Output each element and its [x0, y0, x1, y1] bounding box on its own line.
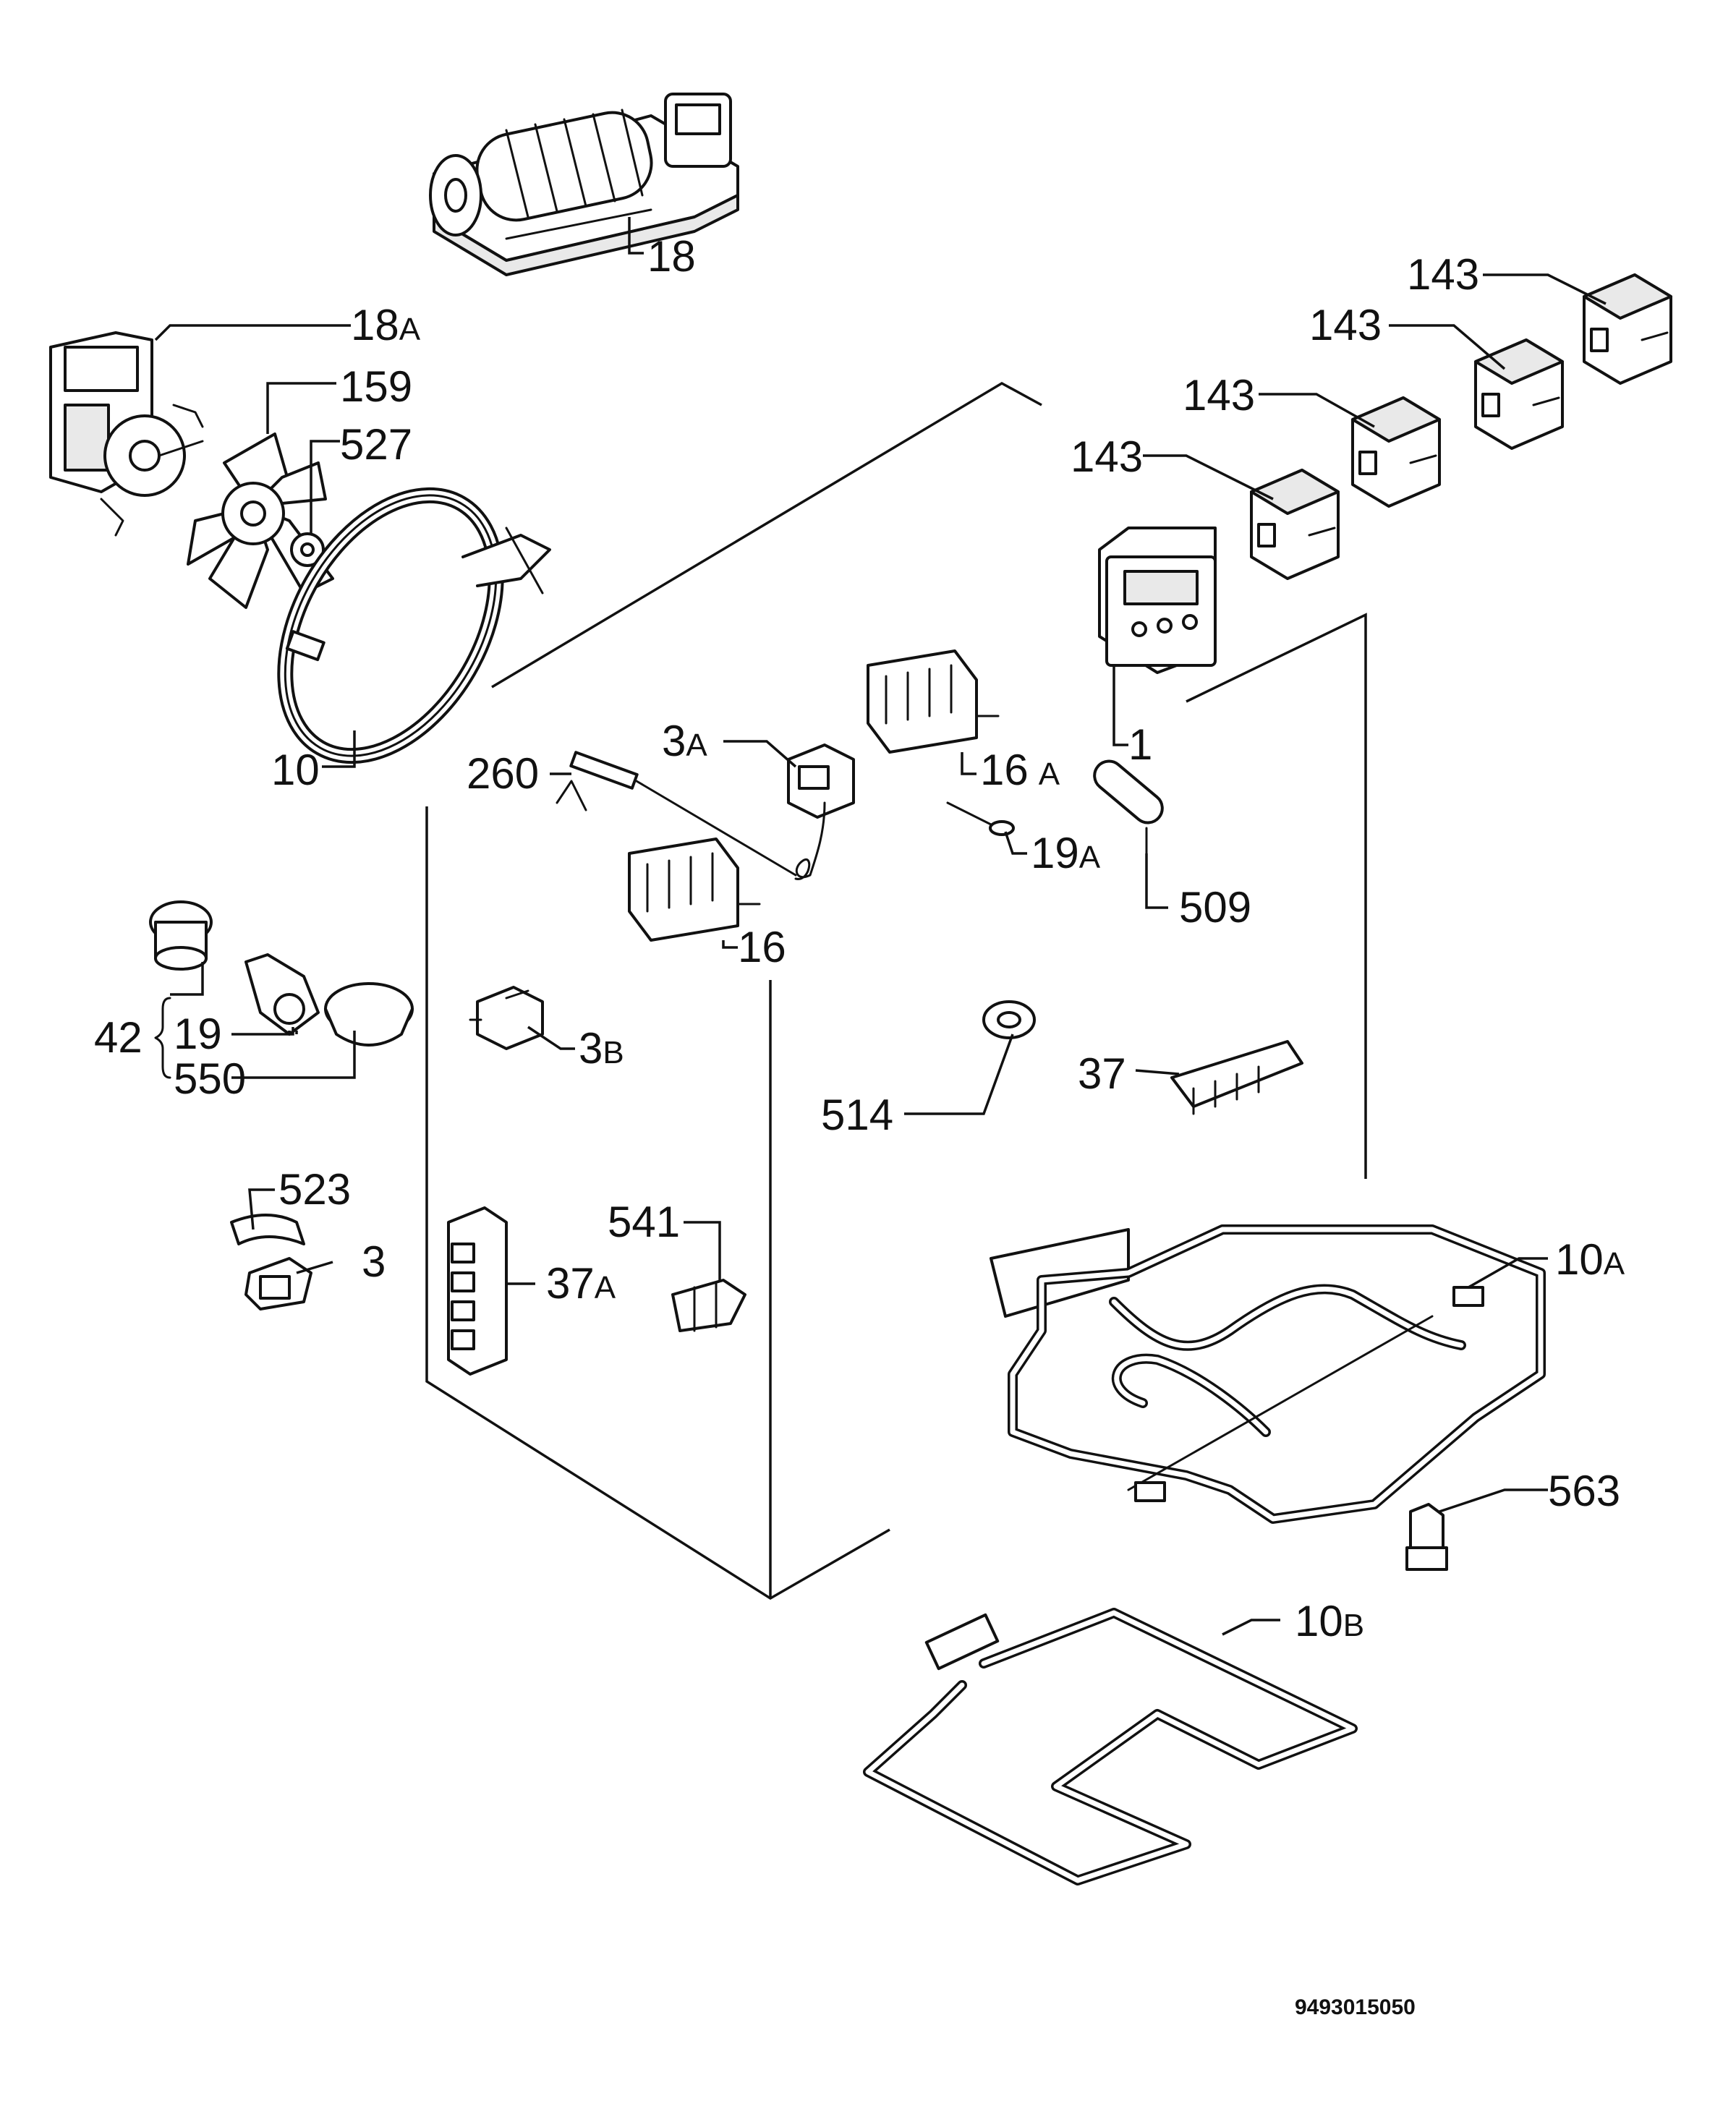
part-514-grommet: [982, 1000, 1036, 1039]
label-143-4: 143: [1407, 250, 1479, 299]
label-10: 10: [271, 746, 320, 794]
part-37a-terminal-strip: [447, 1206, 508, 1376]
label-514: 514: [821, 1091, 893, 1139]
label-260: 260: [467, 749, 539, 798]
label-509: 509: [1179, 883, 1251, 932]
part-16-selector-switch: [628, 838, 761, 942]
label-527: 527: [340, 420, 412, 469]
label-42: 42: [94, 1013, 142, 1062]
callout-labels: 18 18A 159 527 10 143 143 143 143 1 3A 1…: [94, 232, 1625, 2019]
part-37-terminal-block: [1170, 1040, 1303, 1115]
part-541-connector: [671, 1279, 746, 1332]
part-19a-indicator-lamp: [946, 801, 1015, 836]
part-3a-thermostat: [635, 743, 855, 880]
part-16a-selector-switch: [867, 649, 1000, 754]
part-3-thermostat: [244, 1257, 312, 1311]
label-159: 159: [340, 362, 412, 411]
part-10b-bottom-element: [863, 1608, 1358, 1885]
part-143-switch-2: [1351, 396, 1441, 508]
label-143-2: 143: [1183, 371, 1255, 419]
oven-cavity-outline: [425, 381, 1367, 1601]
label-523: 523: [278, 1165, 351, 1214]
label-19a: 19A: [1031, 829, 1101, 877]
part-42-lamp-holder: [149, 900, 213, 971]
label-3a: 3A: [662, 717, 707, 765]
part-10-circular-heating-element: [277, 487, 551, 764]
label-550: 550: [174, 1054, 246, 1103]
label-3b: 3B: [579, 1024, 624, 1073]
label-143-3: 143: [1309, 301, 1382, 349]
part-18-tangential-fan: [429, 93, 739, 276]
part-18a-motor-bracket: [49, 331, 204, 537]
part-1-electronic-timer: [1098, 527, 1217, 674]
part-523-clip: [230, 1214, 305, 1245]
part-550-lamp-cover: [324, 982, 414, 1047]
part-260-probe: [556, 751, 639, 811]
label-18: 18: [647, 232, 696, 281]
label-19: 19: [174, 1010, 222, 1058]
label-3: 3: [362, 1237, 386, 1286]
part-527-nut: [290, 532, 325, 567]
part-10a-grill-element: [990, 1224, 1546, 1524]
label-18a: 18A: [351, 301, 421, 349]
label-37a: 37A: [546, 1259, 616, 1308]
part-143-switch-3: [1474, 338, 1564, 450]
part-143-switch-1: [1250, 469, 1340, 580]
bracket-42: [154, 997, 171, 1079]
label-143-1: 143: [1071, 432, 1143, 481]
document-number: 9493015050: [1295, 1995, 1416, 2019]
part-509-cylinder-pin: [1093, 759, 1164, 855]
label-10b: 10B: [1295, 1597, 1364, 1645]
leader-lines: [154, 217, 1607, 1636]
label-10a: 10A: [1555, 1235, 1625, 1284]
label-541: 541: [608, 1198, 680, 1246]
label-563: 563: [1548, 1467, 1620, 1515]
label-16: 16: [738, 923, 786, 971]
part-563-foot: [1405, 1503, 1448, 1571]
label-1: 1: [1128, 720, 1152, 769]
part-3b-safety-thermostat: [469, 986, 544, 1050]
label-37: 37: [1078, 1049, 1126, 1098]
part-19-bulb: [244, 953, 320, 1036]
part-143-switch-4: [1583, 273, 1672, 385]
